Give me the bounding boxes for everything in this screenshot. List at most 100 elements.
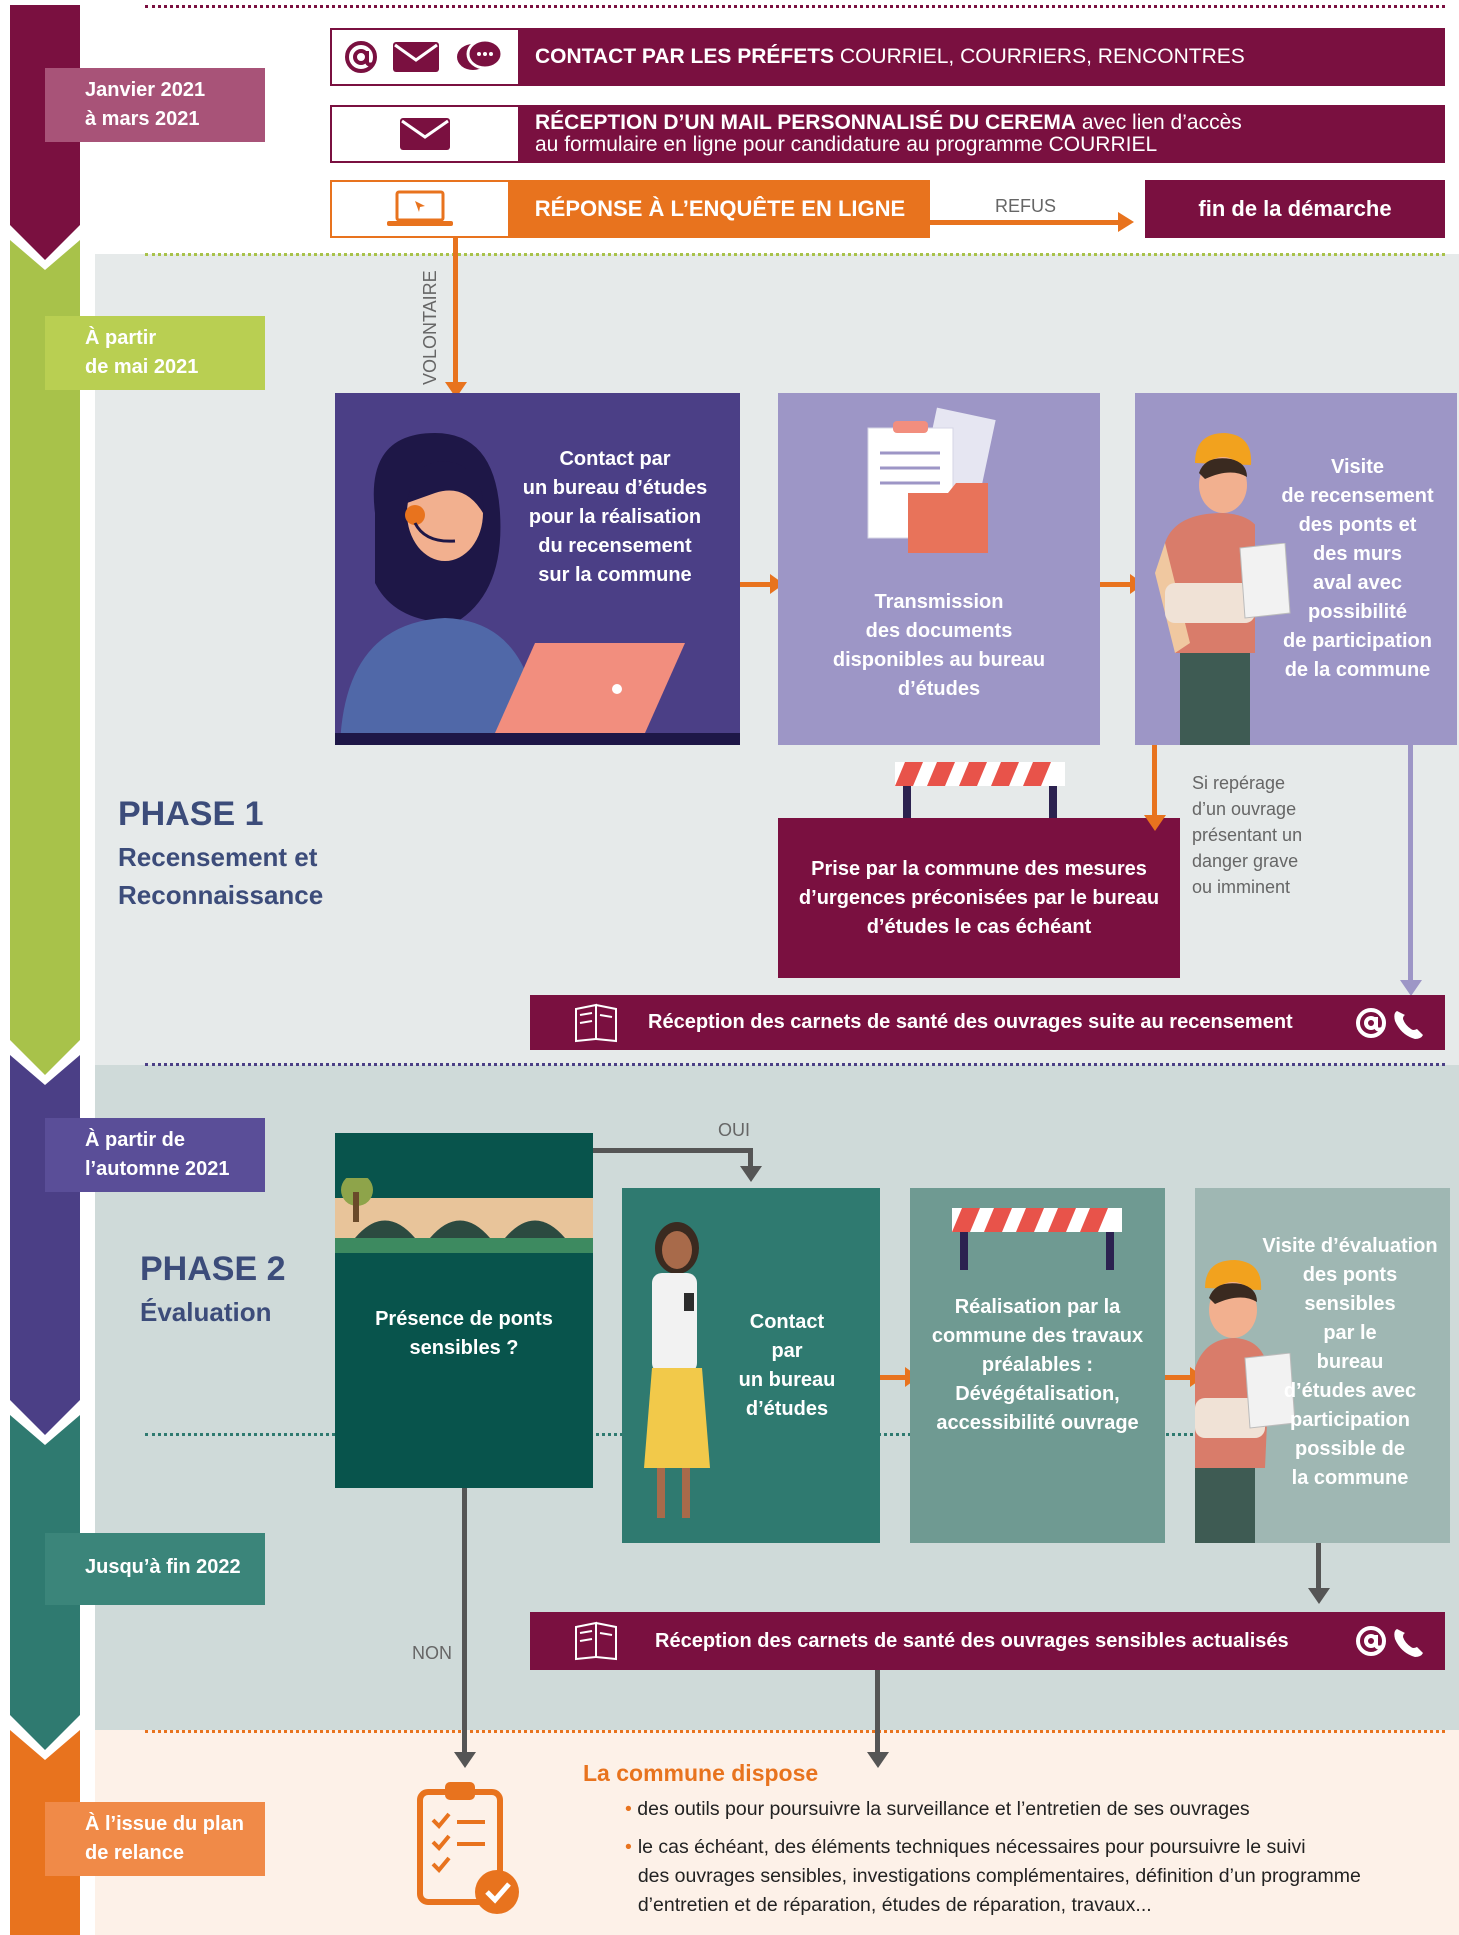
contact-icons-box — [330, 28, 520, 86]
refus-label: REFUS — [995, 196, 1057, 216]
phase2-title: PHASE 2 — [140, 1250, 286, 1288]
laptop-icon — [387, 190, 453, 226]
bridge-illustration — [335, 1178, 593, 1253]
card-contact-bureau: Contact par un bureau d’études pour la r… — [335, 393, 740, 745]
urgent-text: Prise par la commune des mesures d’urgen… — [798, 858, 1160, 938]
question-card: Présence de ponts sensibles ? — [335, 1133, 593, 1488]
contact-rest: COURRIEL, COURRIERS, RENCONTRES — [834, 45, 1245, 68]
phase1-title: PHASE 1 — [118, 795, 264, 833]
clipboard-paper-icon — [1239, 543, 1291, 619]
end-label: fin de la démarche — [1198, 196, 1392, 221]
arrow-card1-card2 — [740, 582, 775, 587]
mail-line2: au formulaire en ligne pour candidature … — [535, 133, 1158, 156]
survey-bar[interactable]: RÉPONSE À L’ENQUÊTE EN LIGNE — [510, 180, 930, 238]
volontaire-arrow — [453, 238, 458, 386]
mail-cerema-bar: RÉCEPTION D’UN MAIL PERSONNALISÉ DU CERE… — [520, 105, 1445, 163]
reception-phase1-text: Réception des carnets de santé des ouvra… — [648, 1011, 1293, 1033]
arrow-p2-1 — [880, 1375, 910, 1380]
laptop-icon-box — [330, 180, 510, 238]
mail-rest: avec lien d’accès — [1076, 111, 1242, 134]
final-bullet-1-text: des outils pour poursuivre la surveillan… — [637, 1798, 1250, 1820]
envelope-icon — [393, 42, 439, 72]
card-contact-text: Contact par un bureau d’études pour la r… — [522, 448, 708, 586]
mail-bold: RÉCEPTION D’UN MAIL PERSONNALISÉ DU CERE… — [535, 111, 1076, 134]
refus-arrow — [930, 220, 1125, 225]
period-label-1: Janvier 2021 à mars 2021 — [45, 68, 265, 142]
period-label-3: À partir de l’automne 2021 — [45, 1118, 265, 1192]
card-transmission-text: Transmission des documents disponibles a… — [832, 591, 1046, 700]
final-bullet-1: • des outils pour poursuivre la surveill… — [625, 1798, 1250, 1821]
end-bar: fin de la démarche — [1145, 180, 1445, 238]
card-visite-evaluation-text: Visite d’évaluation des ponts sensibles … — [1262, 1235, 1438, 1489]
non-arrowhead — [454, 1752, 476, 1768]
lavender-arrow — [1408, 745, 1413, 985]
volontaire-label: VOLONTAIRE — [420, 270, 440, 385]
card-visite-evaluation: Visite d’évaluation des ponts sensibles … — [1195, 1188, 1450, 1543]
arrow-visite-down — [1316, 1543, 1321, 1593]
at-icon — [345, 41, 377, 73]
reception-phase2-text: Réception des carnets de santé des ouvra… — [655, 1629, 1289, 1652]
barrier-icon — [952, 1208, 1122, 1270]
card-transmission: Transmission des documents disponibles a… — [778, 393, 1100, 745]
danger-arrow — [1152, 745, 1157, 820]
survey-label: RÉPONSE À L’ENQUÊTE EN LIGNE — [534, 196, 906, 221]
timeline-ribbon — [10, 5, 80, 1935]
phone-icon — [1356, 1008, 1423, 1039]
mail-icon-box — [330, 105, 520, 163]
inspector-illustration — [1155, 433, 1255, 745]
woman-illustration — [644, 1222, 710, 1518]
card-travaux-text: Réalisation par la commune des travaux p… — [931, 1296, 1144, 1434]
reception-phase1-bar: Réception des carnets de santé des ouvra… — [530, 995, 1445, 1050]
oui-arrowhead — [740, 1166, 762, 1182]
clipboard-paper-icon — [1244, 1353, 1296, 1429]
operator-illustration — [335, 433, 740, 745]
arrow-card2-card3 — [1100, 582, 1135, 587]
card-travaux: Réalisation par la commune des travaux p… — [910, 1188, 1165, 1543]
oui-arrow-v — [748, 1148, 753, 1170]
contact-bold: CONTACT PAR LES PRÉFETS — [535, 45, 835, 68]
question-text: Présence de ponts sensibles ? — [375, 1308, 553, 1359]
separator-phase1 — [145, 253, 1445, 256]
phase2-subtitle: Évaluation — [140, 1297, 272, 1327]
final-title: La commune dispose — [583, 1760, 819, 1786]
envelope-icon — [400, 118, 450, 150]
bullet-dot: • — [625, 1798, 632, 1820]
bullet-dot: • — [625, 1836, 632, 1858]
urgent-measures-box: Prise par la commune des mesures d’urgen… — [778, 818, 1180, 978]
contact-prefets-bar: CONTACT PAR LES PRÉFETS COURRIEL, COURRI… — [520, 28, 1445, 86]
phase1-subtitle1: Recensement et — [118, 842, 318, 872]
oui-arrow-h — [593, 1148, 753, 1153]
final-band — [95, 1730, 1459, 1935]
reception2-down-arrow — [875, 1670, 880, 1758]
period-label-5: À l’issue du plan de relance — [45, 1802, 265, 1876]
barrier-icon — [895, 762, 1065, 824]
reception2-arrowhead — [867, 1752, 889, 1768]
danger-note: Si repérage d’un ouvrage présentant un d… — [1192, 773, 1303, 897]
phone-icon — [1356, 1626, 1423, 1657]
book-icon — [575, 1621, 617, 1661]
volontaire-arrowhead — [445, 382, 467, 398]
card-contact-p2: Contact par un bureau d’études — [622, 1188, 880, 1543]
final-bullet-2: • le cas échéant, des éléments technique… — [625, 1833, 1361, 1920]
reception-phase2-bar: Réception des carnets de santé des ouvra… — [530, 1612, 1445, 1670]
non-arrow — [462, 1488, 467, 1758]
separator-phase2 — [145, 1063, 1445, 1066]
chat-bubble-icon — [457, 38, 504, 70]
documents-icon — [867, 407, 996, 553]
card-visite-text: Visite de recensement des ponts et des m… — [1281, 456, 1434, 681]
refus-arrowhead — [1118, 212, 1134, 232]
period-label-2: À partir de mai 2021 — [45, 316, 265, 390]
oui-label: OUI — [718, 1120, 751, 1140]
non-label: NON — [412, 1643, 452, 1663]
card-contact-p2-text: Contact par un bureau d’études — [738, 1311, 836, 1420]
arrowhead-visite-down — [1308, 1588, 1330, 1604]
separator-final — [145, 1730, 1445, 1733]
period-label-4: Jusqu’à fin 2022 — [45, 1533, 265, 1605]
lavender-arrowhead — [1400, 980, 1422, 996]
final-bullet-2-text: le cas échéant, des éléments techniques … — [637, 1836, 1361, 1916]
arrowhead-1 — [770, 574, 784, 594]
arrow-p2-2 — [1165, 1375, 1195, 1380]
book-icon — [575, 1003, 617, 1043]
card-visite-recensement: Visite de recensement des ponts et des m… — [1135, 393, 1457, 745]
separator-top — [145, 5, 1445, 8]
